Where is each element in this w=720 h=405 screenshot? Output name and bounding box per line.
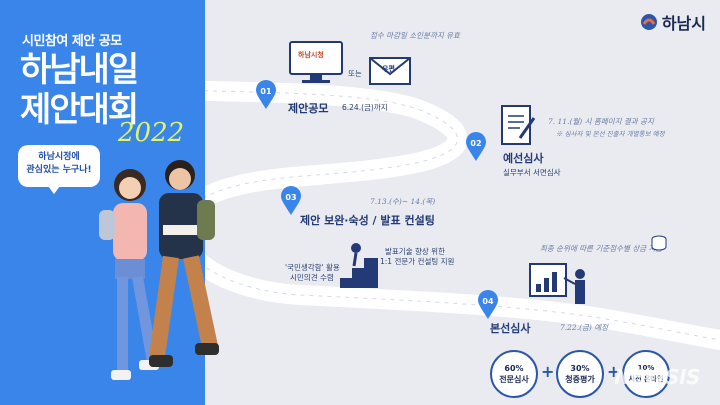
bubble-line2: 관심있는 누구나! <box>26 165 92 175</box>
document-pen-icon <box>501 105 536 145</box>
step1-num: 01 <box>260 87 272 96</box>
walking-couple-illustration <box>99 160 219 380</box>
logo-text: 하남시 <box>661 14 706 33</box>
plus-sign-1: + <box>541 362 555 381</box>
step1-date: 6.24.(금)까지 <box>342 103 388 112</box>
poster-year: 2022 <box>118 118 185 148</box>
step4-title: 본선심사 <box>490 322 531 335</box>
step2-note1: 7. 11.(월) 시 홈페이지 결과 공지 <box>548 117 654 126</box>
score-online-label: 사전 온라인 <box>628 375 664 383</box>
coin-stack-icon <box>651 235 667 251</box>
computer-monitor-icon <box>289 41 343 83</box>
score-audience-label: 청중평가 <box>565 375 595 384</box>
step4-date: 7.22.(금) 예정 <box>560 323 609 332</box>
step2-detail: 실무부서 서면심사 <box>503 168 561 177</box>
web-label: 하남시청 <box>298 51 324 59</box>
score-circle-audience: 30% 청중평가 <box>556 350 604 398</box>
speech-bubble: 하남시정에 관심있는 누구나! <box>18 145 100 194</box>
step3-left-line1: '국민생각함' 활용 <box>285 263 340 272</box>
poster-subtitle: 시민참여 제안 공모 <box>22 34 122 49</box>
step2-note2: ※ 심사자 및 본선 진출자 개별통보 예정 <box>556 130 665 138</box>
step3-date: 7.13.(수)~ 14.(목) <box>370 197 436 206</box>
score-online-pct: 10% <box>637 364 655 372</box>
step3-right-line1: 발표기술 향상 위한 <box>385 247 445 256</box>
step2-title: 예선심사 <box>503 152 544 165</box>
poster-title-line2: 제안대회 <box>20 90 139 130</box>
step4-num: 04 <box>482 297 494 306</box>
presentation-board-icon <box>529 263 585 304</box>
step1-note: 접수 마감일 소인분까지 유효 <box>370 31 460 40</box>
newsis-watermark: NEWSIS <box>614 365 700 389</box>
step1-pin-icon: 01 <box>256 80 276 109</box>
hanam-logo: 하남시 <box>640 10 706 34</box>
step4-pin-icon: 04 <box>478 290 498 319</box>
step3-pin-icon: 03 <box>281 186 301 215</box>
score-circle-online: 10% 사전 온라인 <box>622 350 670 398</box>
plus-sign-2: + <box>607 362 621 381</box>
score-audience-pct: 30% <box>570 364 590 373</box>
step3-title: 제안 보완·숙성 / 발표 컨설팅 <box>300 214 435 227</box>
stairs-climber-icon <box>340 243 378 288</box>
step3-num: 03 <box>285 193 296 202</box>
or-label: 또는 <box>348 69 362 78</box>
score-expert-label: 전문심사 <box>499 375 529 384</box>
score-expert-pct: 60% <box>504 364 524 373</box>
step3-right-line2: 1:1 전문가 컨설팅 지원 <box>380 257 455 266</box>
hanam-city-emblem-icon <box>640 14 657 30</box>
bubble-line1: 하남시정에 <box>38 152 80 162</box>
mail-label: 우편 <box>382 65 395 73</box>
score-circle-expert: 60% 전문심사 <box>490 350 538 398</box>
step3-left-line2: 시민의견 수렴 <box>290 273 334 282</box>
step1-title: 제안공모 <box>288 102 329 115</box>
step2-num: 02 <box>470 139 481 148</box>
mail-envelope-icon <box>369 57 411 85</box>
step2-pin-icon: 02 <box>466 132 486 161</box>
poster-title-line1: 하남내일 <box>20 50 139 90</box>
step4-note: 최종 순위에 따른 기준점수별 상금 지급 <box>540 244 663 253</box>
